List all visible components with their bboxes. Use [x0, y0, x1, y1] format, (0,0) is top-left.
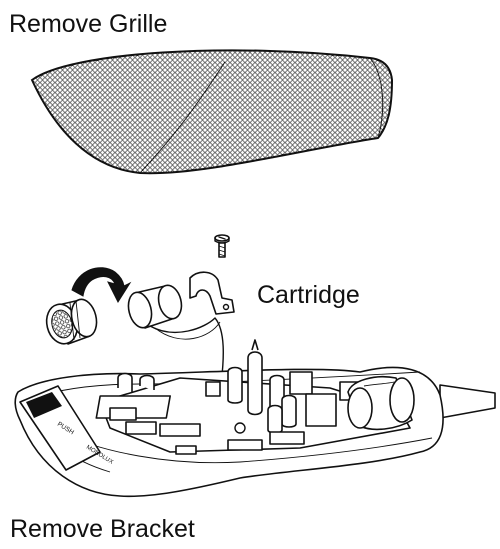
cartridge: [45, 298, 98, 345]
screw: [214, 234, 230, 258]
cartridge-holder: [127, 271, 235, 393]
components: [109, 339, 361, 455]
microphone-body: PUSH MONOLUX: [14, 339, 496, 498]
remove-bracket-title: Remove Bracket: [10, 515, 195, 543]
remove-grille-title: Remove Grille: [9, 10, 168, 38]
rotation-arrow: [71, 267, 132, 304]
cartridge-label: Cartridge: [257, 281, 360, 309]
grille: [30, 49, 394, 175]
